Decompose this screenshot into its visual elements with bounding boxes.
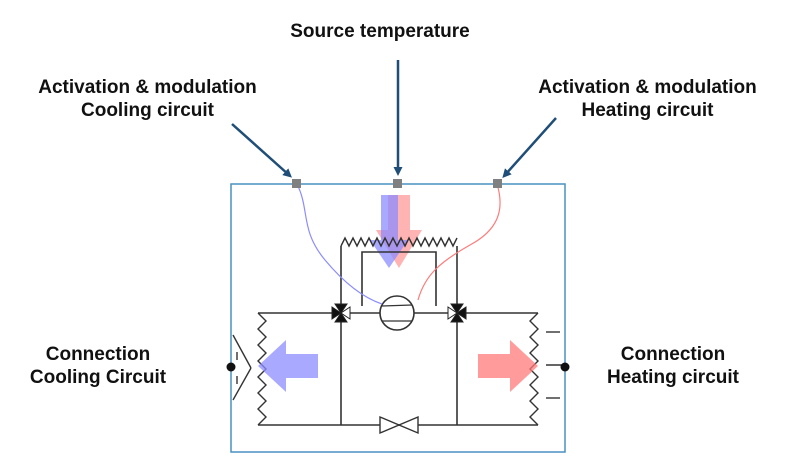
connection-cooling-line1: Connection [45,344,151,365]
heating-three-way-valve-icon [447,303,467,323]
cooling-port-marks [232,334,252,401]
expansion-valve-icon [379,415,419,435]
cooling-flow-arrow [258,340,318,392]
cooling-activation-connector[interactable] [292,179,301,188]
cooling-activation-line2: Cooling circuit [81,100,214,121]
heating-activation-line2: Heating circuit [581,100,714,121]
source-temperature-label: Source temperature [230,20,530,43]
evaporator-cooling-arrow [370,195,408,268]
source-temperature-connector[interactable] [393,179,402,188]
heating-activation-pointer [502,117,557,178]
heating-activation-connector[interactable] [493,179,502,188]
heating-circuit-port[interactable] [560,362,570,372]
connection-cooling-label: Connection Cooling Circuit [0,343,196,389]
cooling-signal-wire [296,183,383,305]
cooling-activation-line1: Activation & modulation [38,77,257,98]
source-heat-exchanger [340,236,458,248]
heating-activation-label: Activation & modulation Heating circuit [500,76,795,122]
heating-signal-wire [417,183,501,301]
heating-activation-line1: Activation & modulation [538,77,757,98]
cooling-activation-pointer [231,123,292,178]
connection-heating-line2: Heating circuit [607,367,739,388]
compressor-icon [379,295,415,331]
cooling-three-way-valve-icon [331,303,351,323]
source-temperature-text: Source temperature [290,21,470,42]
cooling-circuit-port[interactable] [226,362,236,372]
connection-heating-line1: Connection [620,344,726,365]
cooling-activation-label: Activation & modulation Cooling circuit [0,76,295,122]
connection-heating-label: Connection Heating circuit [578,343,768,389]
connection-cooling-line2: Cooling Circuit [29,367,167,388]
heating-flow-arrow [478,340,538,392]
source-temperature-arrow [376,195,422,268]
